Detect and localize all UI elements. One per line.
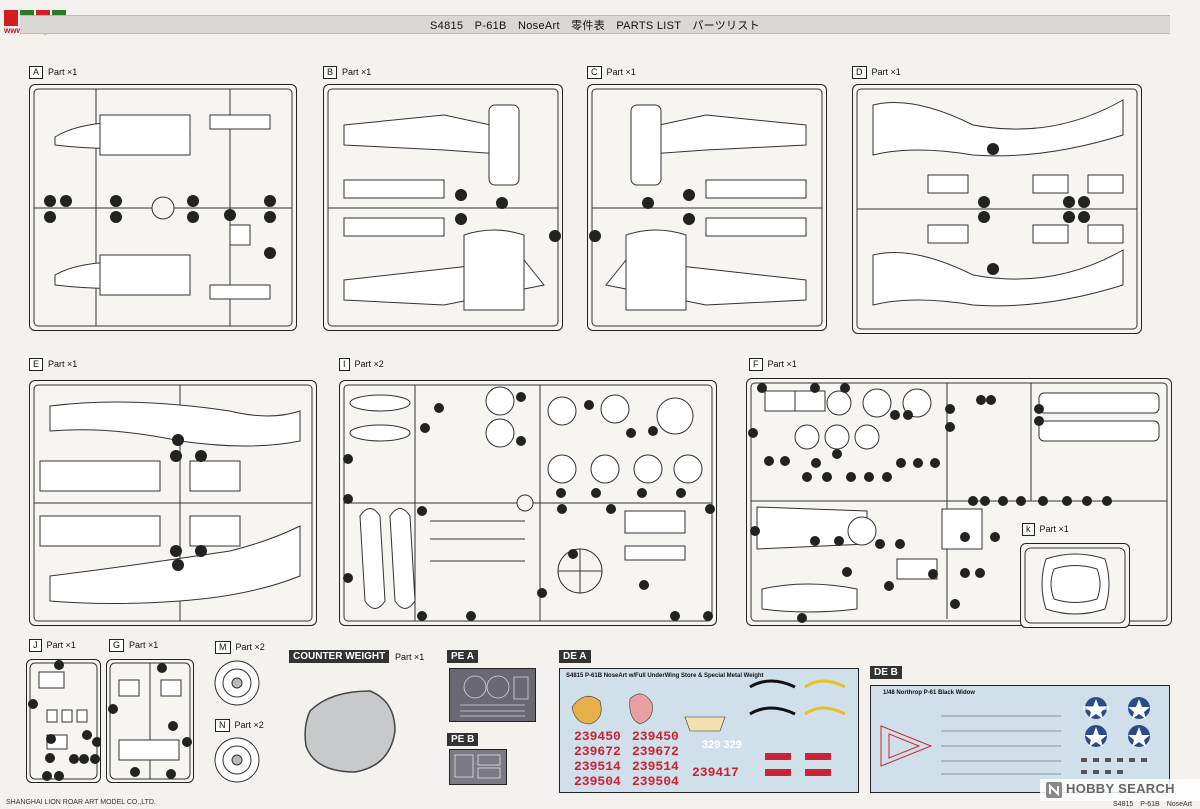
sprue-e-frame: [29, 380, 317, 626]
serial-text: 239514: [574, 759, 621, 774]
sprue-letter: G: [109, 639, 125, 652]
sprue-d-drawing: [856, 88, 1138, 330]
sprue-a-frame: [29, 84, 297, 331]
serial-text: 239672: [632, 744, 679, 759]
sprue-c-label: C Part ×1: [587, 66, 636, 79]
sprue-count: Part ×1: [871, 67, 901, 77]
footer-kit-id: S4815 P-61B NoseArt: [1113, 801, 1192, 808]
sprue-j-drawing: [28, 660, 100, 781]
sprue-count: Part ×1: [1039, 524, 1069, 534]
pe-b-label: PE B: [447, 733, 479, 746]
sprue-count: Part ×2: [354, 359, 384, 369]
sprue-letter: N: [215, 719, 230, 732]
pe-a-fret: [449, 668, 536, 722]
watermark-brand: HOBBY SEARCH: [1066, 781, 1175, 796]
page-title: S4815 P-61B NoseArt 零件表 PARTS LIST パーツリス…: [430, 20, 760, 32]
counter-weight-count: Part ×1: [395, 652, 425, 662]
sprue-n-part: [211, 735, 263, 785]
serial-text: 239672: [574, 744, 621, 759]
sprue-letter: k: [1022, 523, 1035, 536]
decal-b-art: [880, 697, 1150, 775]
sprue-k-drawing: [1024, 547, 1126, 624]
sprue-count: Part ×1: [48, 359, 78, 369]
sprue-e-drawing: [33, 384, 313, 622]
sprue-count: Part ×1: [48, 67, 78, 77]
sprue-c-frame: [587, 84, 827, 331]
sprue-m-label: M Part ×2: [215, 641, 265, 654]
serial-text: 239504: [574, 774, 621, 789]
sprue-c-drawing: [589, 88, 823, 327]
sprue-a-label: A Part ×1: [29, 66, 77, 79]
sprue-letter: F: [749, 358, 763, 371]
sprue-count: Part ×2: [235, 642, 265, 652]
sprue-letter: B: [323, 66, 338, 79]
sprue-d-frame: [852, 84, 1142, 334]
sprue-i-label: I Part ×2: [339, 358, 384, 371]
serials-left: 239450 239672 239514 239504: [574, 729, 621, 789]
hobbysearch-n-icon: [1046, 782, 1062, 798]
sprue-count: Part ×1: [342, 67, 372, 77]
sprue-letter: C: [587, 66, 602, 79]
sprue-n-label: N Part ×2: [215, 719, 264, 732]
de-b-label: DE B: [870, 666, 902, 679]
sprue-letter: M: [215, 641, 231, 654]
sprue-k-frame: [1020, 543, 1130, 628]
sprue-g-drawing: [108, 662, 192, 780]
sprue-a-drawing: [33, 88, 293, 327]
decal-a-art: [571, 679, 846, 776]
serial-text: 239450: [632, 729, 679, 744]
serial-239417: 239417: [692, 765, 739, 780]
sprue-k-label: k Part ×1: [1022, 523, 1069, 536]
serial-text: 239514: [632, 759, 679, 774]
footer-company: SHANGHAI LION ROAR ART MODEL CO.,LTD.: [6, 799, 156, 806]
decal-a-title: S4815 P-61B NoseArt w/Full UnderWing Sto…: [566, 673, 764, 679]
pe-a-label: PE A: [447, 650, 478, 663]
title-bar: S4815 P-61B NoseArt 零件表 PARTS LIST パーツリス…: [20, 15, 1170, 34]
watermark-banner: [1040, 779, 1200, 801]
sprue-g-label: G Part ×1: [109, 639, 158, 652]
sprue-letter: J: [29, 639, 42, 652]
counter-weight-part: [300, 686, 400, 776]
sprue-count: Part ×1: [767, 359, 797, 369]
sprue-d-label: D Part ×1: [852, 66, 901, 79]
serials-right: 239450 239672 239514 239504: [632, 729, 679, 789]
sprue-i-drawing: [343, 384, 715, 622]
sprue-letter: D: [852, 66, 867, 79]
sprue-i-frame: [339, 380, 717, 626]
sprue-letter: I: [339, 358, 350, 371]
counter-weight-label: COUNTER WEIGHT: [289, 650, 390, 663]
sprue-g-frame: [106, 659, 194, 783]
sprue-b-frame: [323, 84, 563, 331]
sprue-b-drawing: [327, 88, 561, 327]
sprue-e-label: E Part ×1: [29, 358, 77, 371]
sprue-count: Part ×1: [46, 640, 76, 650]
sprue-count: Part ×2: [234, 720, 264, 730]
sprue-f-label: F Part ×1: [749, 358, 797, 371]
sprue-m-part: [211, 658, 263, 708]
sprue-letter: E: [29, 358, 44, 371]
sprue-j-frame: [26, 659, 101, 783]
pe-b-fret: [449, 749, 507, 785]
sprue-count: Part ×1: [129, 640, 159, 650]
sprue-b-label: B Part ×1: [323, 66, 371, 79]
code-329: 329 329: [702, 739, 742, 751]
sprue-count: Part ×1: [606, 67, 636, 77]
decal-sheet-a: S4815 P-61B NoseArt w/Full UnderWing Sto…: [559, 668, 859, 793]
serial-text: 239450: [574, 729, 621, 744]
serial-text: 239504: [632, 774, 679, 789]
sprue-f-frame: [746, 378, 1172, 626]
de-a-label: DE A: [559, 650, 591, 663]
sprue-f-drawing: [748, 382, 1168, 623]
sprue-letter: A: [29, 66, 44, 79]
sprue-j-label: J Part ×1: [29, 639, 76, 652]
decal-sheet-b: 1/48 Northrop P-61 Black Widow: [870, 685, 1170, 793]
decal-b-title: 1/48 Northrop P-61 Black Widow: [883, 690, 975, 696]
